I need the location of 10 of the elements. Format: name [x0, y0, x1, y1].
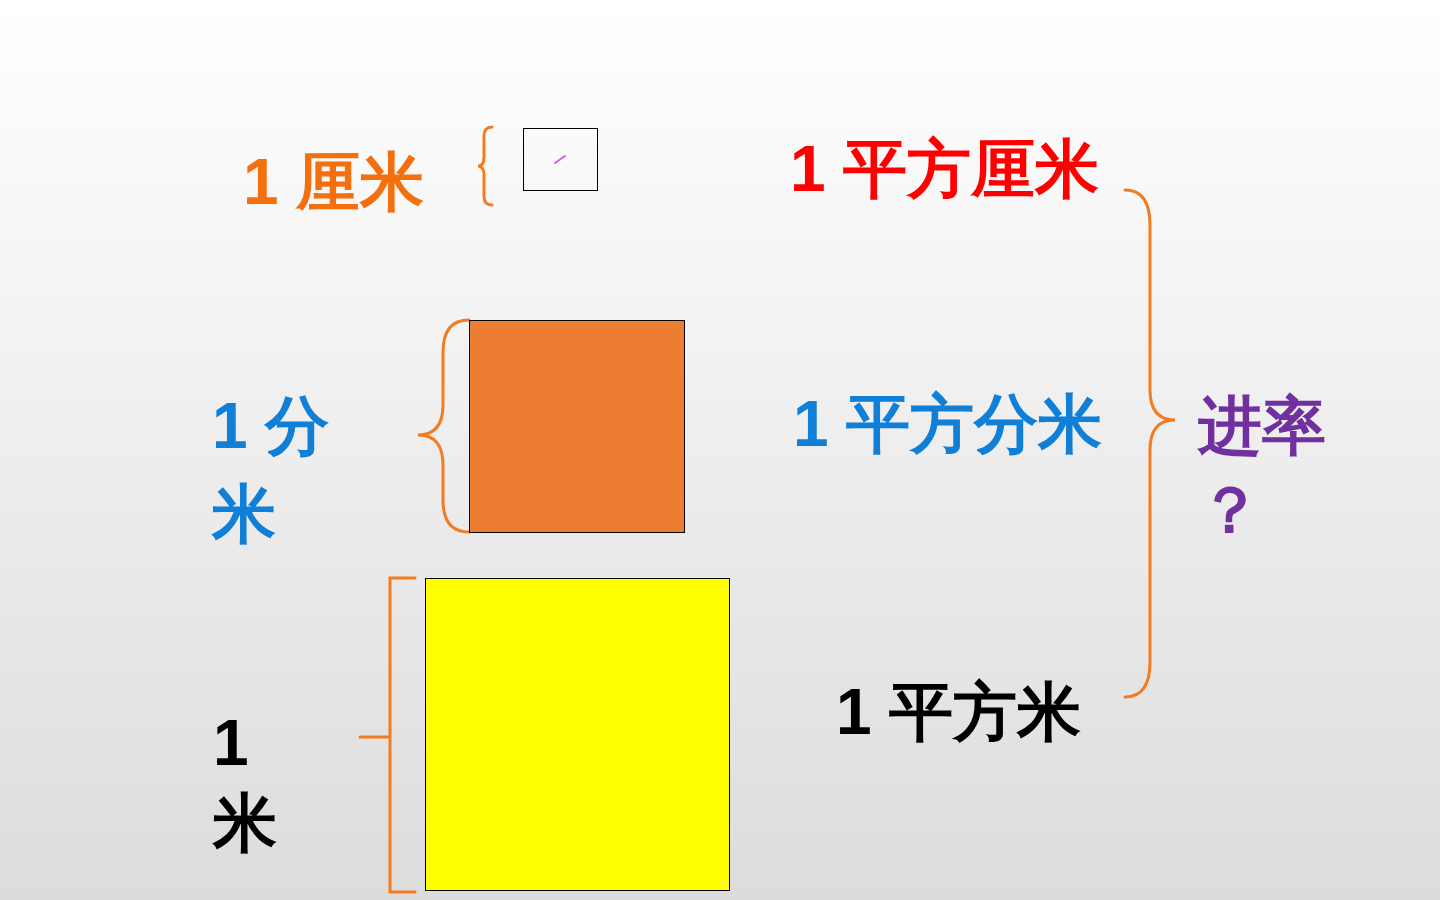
- medium-square: [469, 320, 685, 533]
- area-unit-label: 1 平方厘米: [790, 132, 1100, 207]
- rate-question-label: 进率？: [1198, 389, 1327, 549]
- length-label: 1 米: [213, 706, 278, 861]
- area-unit-label: 1 平方分米: [793, 387, 1103, 462]
- small-square: [523, 128, 598, 191]
- length-label: 1 分米: [212, 389, 331, 553]
- area-unit-label: 1 平方米: [836, 675, 1082, 750]
- length-label: 1 厘米: [243, 145, 425, 220]
- large-square: [425, 578, 730, 891]
